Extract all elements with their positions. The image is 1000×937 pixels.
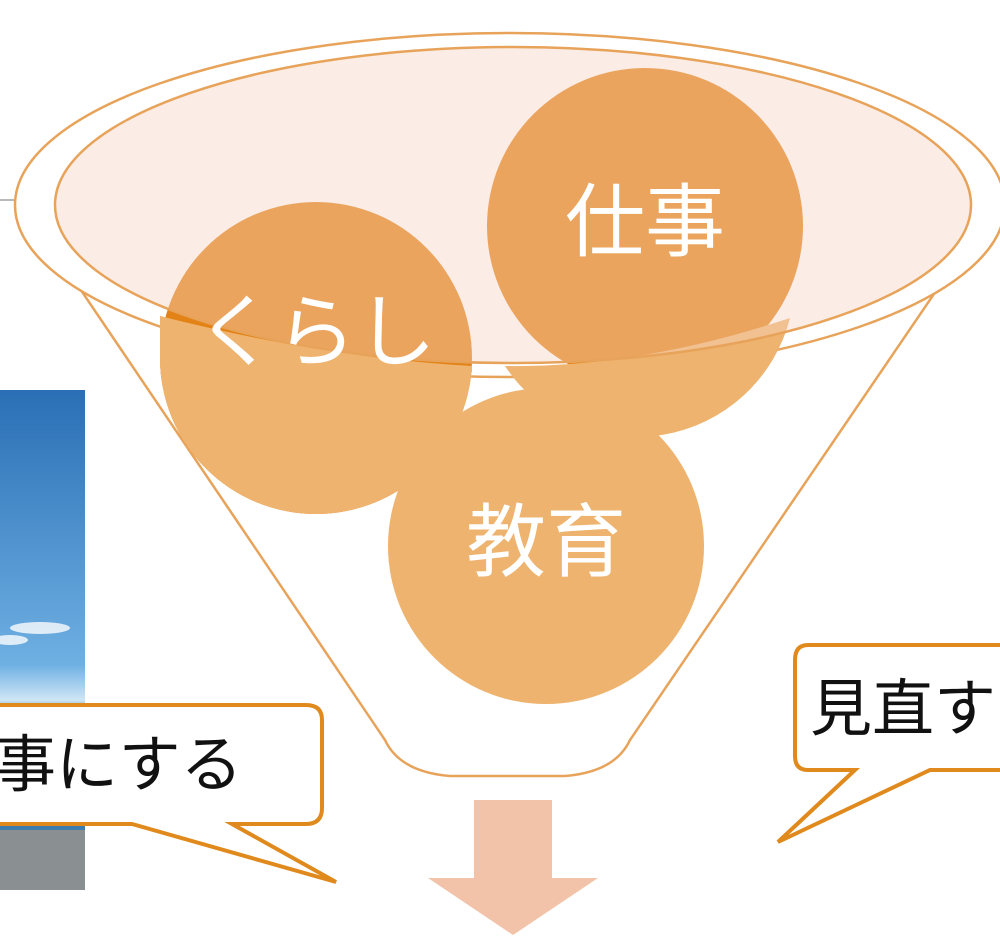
down-arrow bbox=[428, 800, 598, 935]
circle-shigoto-label: 仕事 bbox=[565, 176, 725, 269]
right-callout-text: 見直す bbox=[810, 672, 996, 745]
left-callout-text: 事にする bbox=[0, 728, 243, 801]
funnel-rim-inner bbox=[53, 45, 973, 365]
circle-shigoto bbox=[487, 68, 803, 384]
circle-kyouiku bbox=[388, 388, 704, 704]
left-callout bbox=[0, 703, 337, 884]
circle-kurashi-label: くらし bbox=[196, 286, 436, 379]
circle-kyouiku-label: 教育 bbox=[466, 496, 626, 589]
right-callout bbox=[776, 643, 1000, 844]
